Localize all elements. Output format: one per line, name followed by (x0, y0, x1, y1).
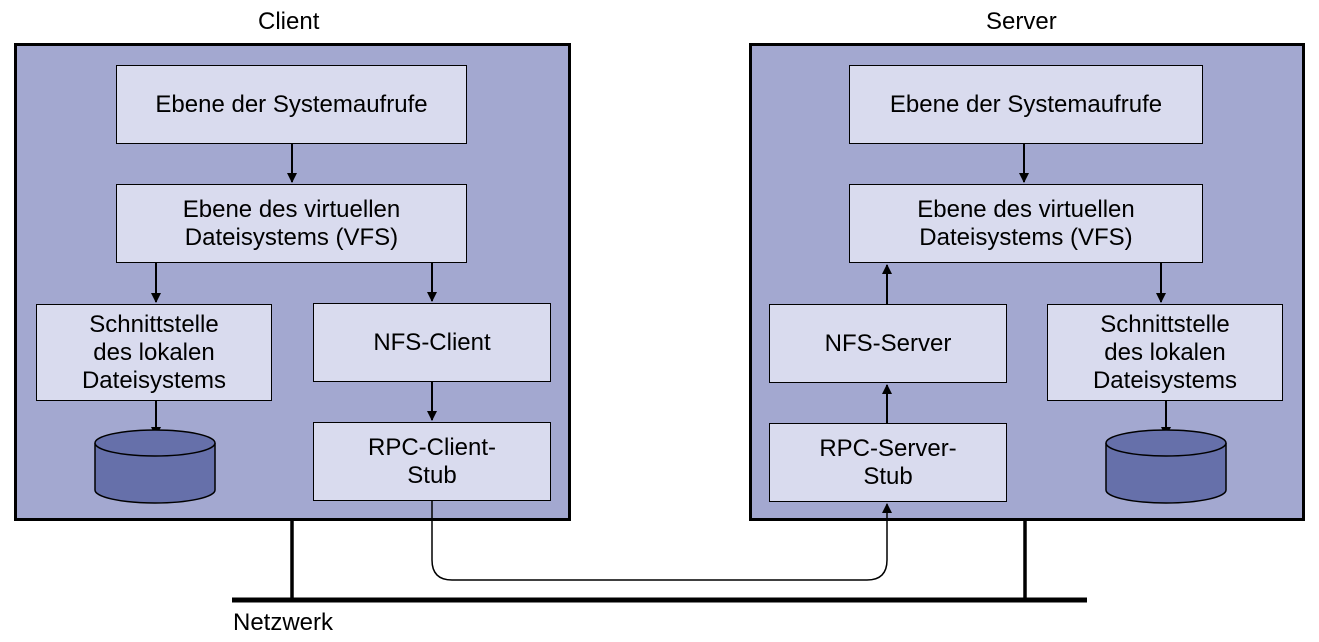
client-vfs-box: Ebene des virtuellen Dateisystems (VFS) (116, 184, 467, 263)
client-rpc-stub-box: RPC-Client- Stub (313, 422, 551, 501)
rpc-network-path (431, 501, 892, 581)
server-disk-icon (1105, 429, 1227, 504)
server-local-fs-box: Schnittstelle des lokalen Dateisystems (1047, 304, 1283, 401)
client-syscall-box: Ebene der Systemaufrufe (116, 65, 467, 144)
server-title: Server (986, 8, 1057, 35)
server-rpc-stub-box: RPC-Server- Stub (769, 423, 1007, 502)
client-local-fs-box: Schnittstelle des lokalen Dateisystems (36, 304, 272, 401)
server-syscall-box: Ebene der Systemaufrufe (849, 65, 1203, 144)
client-nfs-box: NFS-Client (313, 303, 551, 382)
server-nfs-box: NFS-Server (769, 304, 1007, 383)
client-title: Client (258, 8, 320, 35)
network-label: Netzwerk (233, 609, 334, 636)
client-disk-icon (94, 429, 216, 504)
server-vfs-box: Ebene des virtuellen Dateisystems (VFS) (849, 184, 1203, 263)
